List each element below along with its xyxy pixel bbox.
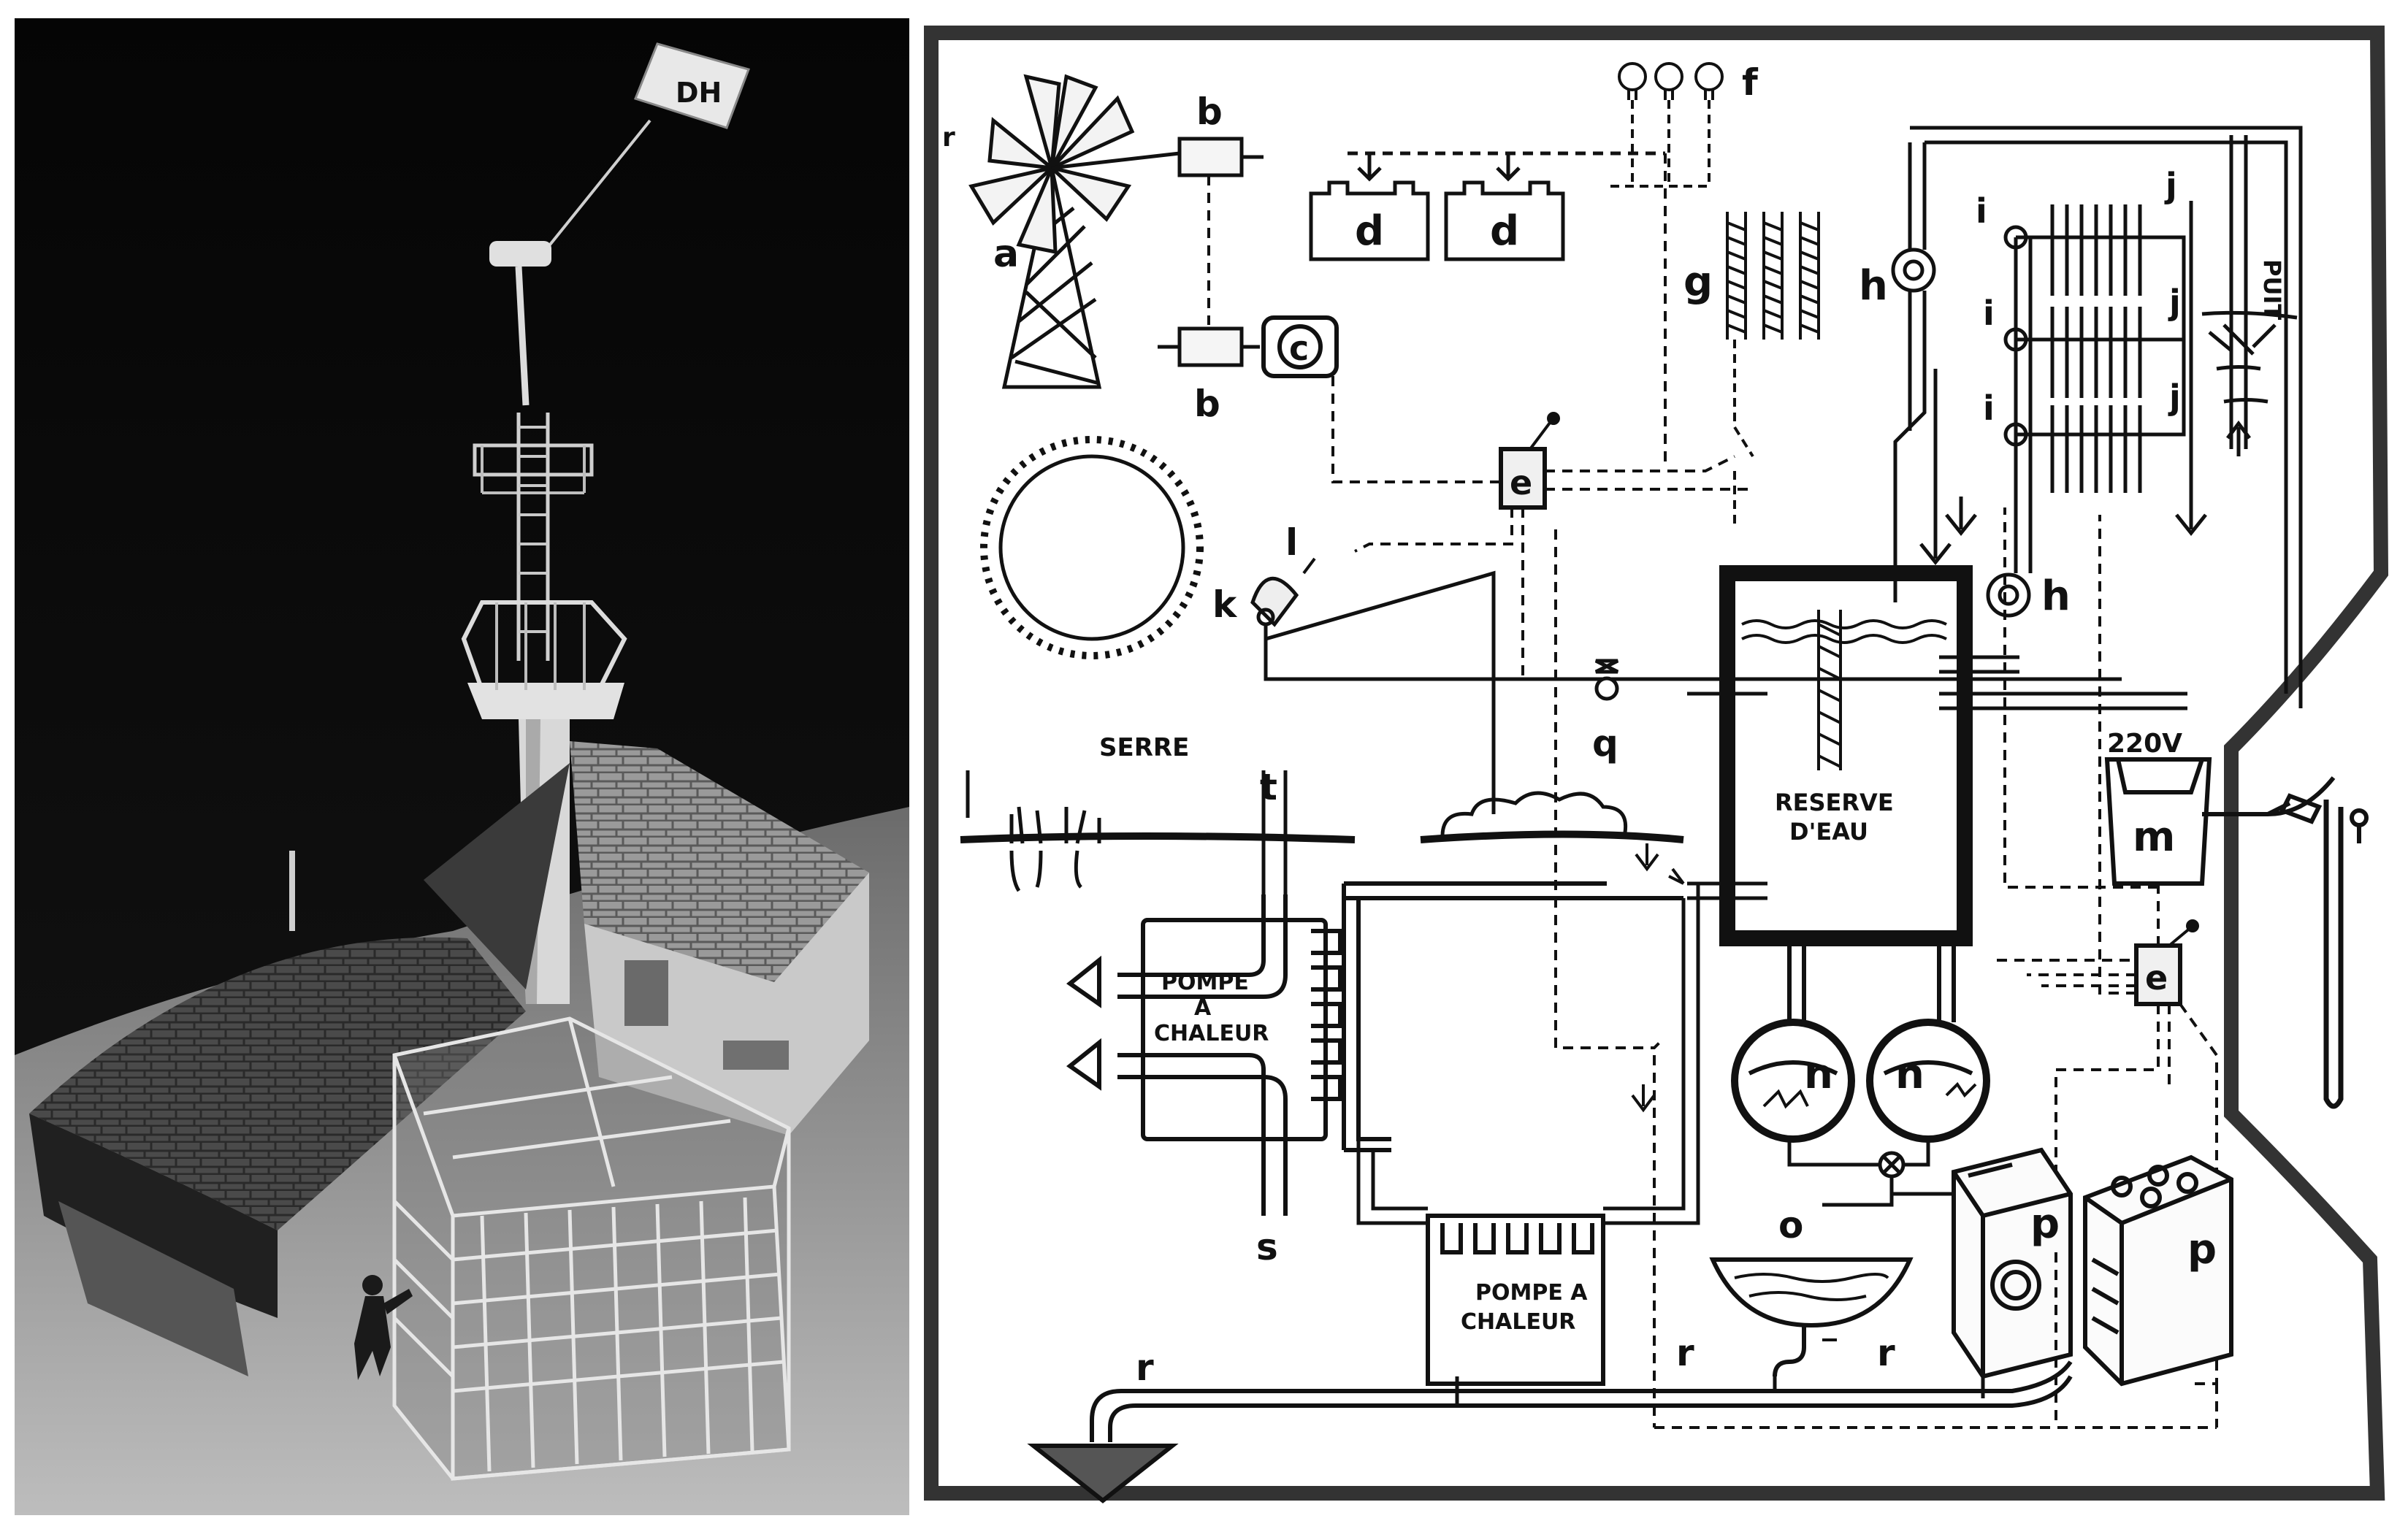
pompe-bottom-line2: CHALEUR <box>1461 1309 1575 1335</box>
label-r-mid: r <box>1676 1332 1694 1374</box>
stove-p <box>2083 1154 2233 1387</box>
dynamo-b-top <box>1177 137 1264 177</box>
label-m: m <box>2133 813 2175 861</box>
windmill <box>968 74 1180 389</box>
label-f: f <box>1742 61 1759 104</box>
human-figure <box>354 1275 413 1380</box>
label-k: k <box>1212 583 1238 626</box>
meter-m <box>2104 757 2369 1109</box>
water-reserve <box>1687 565 2187 946</box>
wind-turbine-mast <box>461 241 627 719</box>
label-e-top: e <box>1510 463 1532 502</box>
battery-d-right <box>1444 153 1565 261</box>
label-i-1: i <box>1976 191 1987 231</box>
architectural-model-photo: DH <box>15 18 909 1515</box>
label-q: q <box>1592 722 1618 765</box>
sun <box>980 436 1204 659</box>
energy-system-diagram: a r b b c d d <box>917 18 2399 1515</box>
label-p-washer: p <box>2030 1200 2060 1248</box>
outer-frame <box>924 26 2389 1501</box>
pompe-left-line1: POMPE <box>1161 970 1249 995</box>
kite-text: DH <box>676 77 722 109</box>
label-j-1: j <box>2164 166 2177 205</box>
serre-text: SERRE <box>1099 733 1189 762</box>
converter-c <box>1261 315 1339 378</box>
label-p-stove: p <box>2187 1226 2217 1273</box>
drain-r <box>1027 1360 2073 1503</box>
model-photo-illustration: DH <box>15 18 909 1515</box>
well-puit <box>2201 135 2298 456</box>
pompe-left-line3: CHALEUR <box>1154 1021 1269 1046</box>
label-g: g <box>1683 258 1713 306</box>
label-l: l <box>1285 521 1298 564</box>
label-d-right: d <box>1490 207 1519 255</box>
light-bulbs-f <box>1610 62 1724 188</box>
kite: DH <box>543 42 750 253</box>
label-i-3: i <box>1983 388 1995 428</box>
heat-pump-bottom <box>1356 867 1700 1386</box>
label-t: t <box>1260 766 1277 808</box>
heat-pump-left <box>1066 881 1683 1216</box>
reserve-line2: D'EAU <box>1789 818 1868 846</box>
reserve-line1: RESERVE <box>1775 789 1894 816</box>
label-n-left: n <box>1804 1051 1833 1098</box>
pompe-left-line2: A <box>1194 995 1212 1021</box>
label-s: s <box>1256 1226 1278 1268</box>
label-h-top: h <box>1859 262 1888 310</box>
voltage-220v: 220V <box>2107 729 2182 759</box>
right-roof <box>570 741 869 982</box>
heating-coils-g <box>1726 212 1820 529</box>
label-e-bottom: e <box>2145 958 2168 997</box>
label-j-3: j <box>2168 378 2181 417</box>
label-b-bottom: b <box>1194 383 1220 425</box>
circuit-h-i-j <box>1891 126 2303 708</box>
controller-e-bottom <box>2134 919 2199 1006</box>
pompe-bottom-line1: POMPE A <box>1475 1280 1588 1306</box>
washing-machine-p <box>1952 1147 2073 1379</box>
dynamo-b-bottom <box>1158 326 1260 367</box>
left-roof <box>29 937 526 1230</box>
greenhouse-frame <box>392 1016 791 1481</box>
label-o: o <box>1778 1204 1803 1246</box>
label-i-2: i <box>1983 294 1995 333</box>
label-b-top: b <box>1196 91 1223 133</box>
greenhouse-serre <box>960 770 1684 894</box>
valve-q <box>1594 659 1619 701</box>
label-r-left: r <box>1136 1346 1154 1389</box>
label-d-left: d <box>1355 207 1384 255</box>
svg-text:r: r <box>942 123 955 153</box>
label-j-2: j <box>2168 283 2181 322</box>
label-h-bottom: h <box>2041 572 2071 620</box>
right-wall <box>584 873 869 1135</box>
schematic: a r b b c d d <box>917 18 2399 1515</box>
label-a: a <box>993 232 1019 276</box>
label-r-right: r <box>1877 1332 1895 1374</box>
basin <box>1709 1257 1914 1377</box>
boiler-n-left <box>1731 940 1855 1143</box>
label-n-right: n <box>1895 1051 1925 1098</box>
label-c: c <box>1289 329 1309 368</box>
solar-collector-k <box>1250 570 2122 814</box>
puit-text: PUIT <box>2258 259 2286 320</box>
controller-e-top <box>1499 412 1560 510</box>
